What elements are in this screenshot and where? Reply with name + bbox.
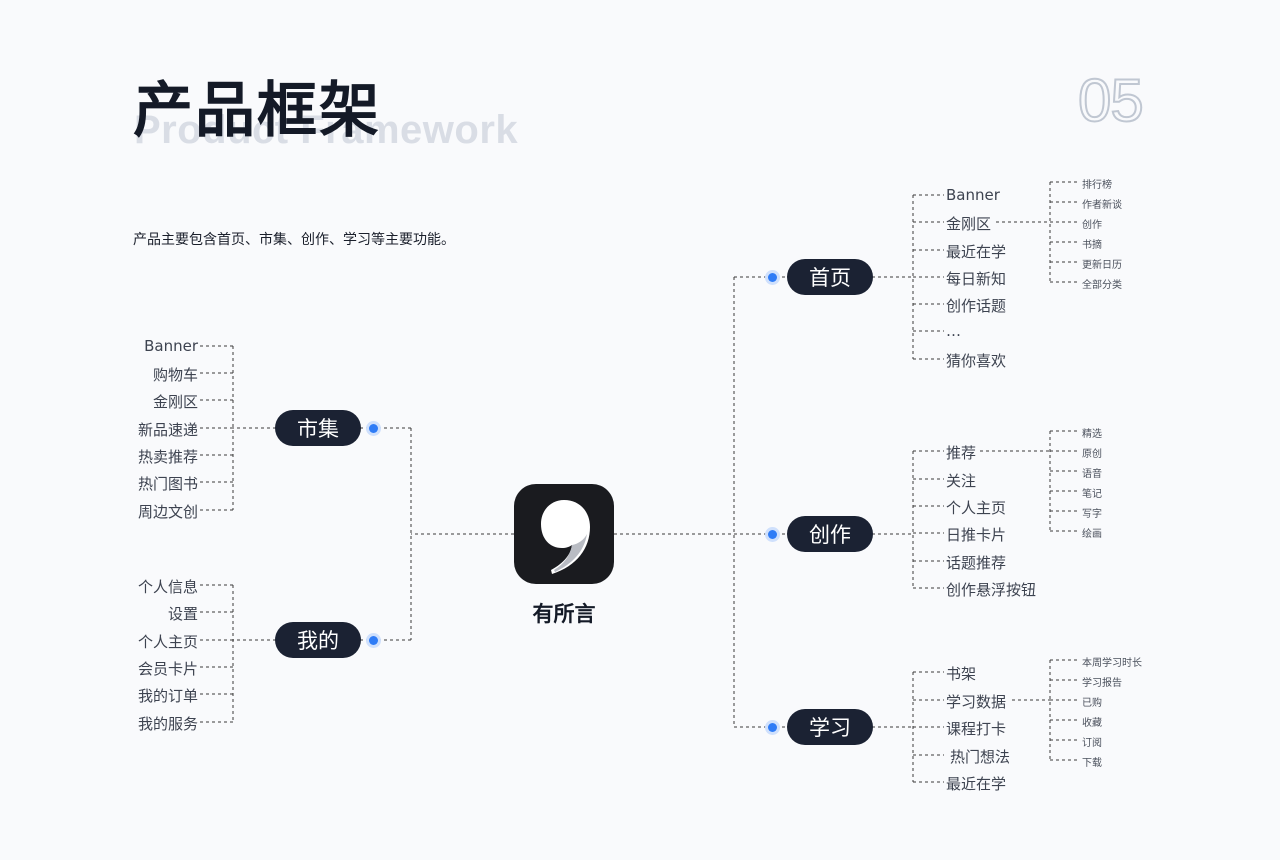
node-dot-market	[369, 424, 378, 433]
page-number: 05	[1077, 66, 1145, 135]
home-sub-item: 创作	[1082, 220, 1102, 231]
page-description: 产品主要包含首页、市集、创作、学习等主要功能。	[133, 232, 455, 248]
market-item: 购物车	[152, 366, 198, 384]
create-sub-item: 精选	[1082, 429, 1102, 440]
mine-item: 个人主页	[137, 633, 198, 651]
create-item: 创作悬浮按钮	[946, 581, 1037, 599]
branch-study: 学习	[787, 709, 873, 745]
home-item: 每日新知	[946, 270, 1007, 288]
home-item: 创作话题	[946, 297, 1007, 315]
home-item: …	[946, 322, 961, 340]
branch-mine: 我的	[275, 622, 361, 658]
study-sub-item: 本周学习时长	[1082, 658, 1142, 669]
create-item: 话题推荐	[946, 554, 1007, 572]
study-item: 课程打卡	[946, 720, 1007, 738]
node-dot-mine	[369, 636, 378, 645]
home-item: 最近在学	[946, 243, 1007, 261]
mine-item: 我的服务	[137, 715, 198, 733]
study-sub-item: 已购	[1082, 698, 1102, 709]
home-sub-item: 排行榜	[1082, 180, 1112, 191]
quote-mark-icon	[541, 500, 590, 574]
create-item: 推荐	[946, 444, 977, 462]
market-item: Banner	[144, 337, 198, 355]
node-dot-home	[768, 273, 777, 282]
branch-home: 首页	[787, 259, 873, 295]
home-item: 猜你喜欢	[946, 352, 1007, 370]
mine-item: 设置	[167, 605, 198, 623]
create-item: 日推卡片	[946, 526, 1007, 544]
home-sub-item: 书摘	[1082, 240, 1102, 251]
branch-create: 创作	[787, 516, 873, 552]
study-sub-item: 订阅	[1082, 738, 1102, 749]
mine-item: 会员卡片	[137, 660, 198, 678]
app-icon	[514, 484, 614, 584]
market-item: 热门图书	[137, 475, 198, 493]
mine-item: 我的订单	[137, 687, 198, 705]
study-item: 最近在学	[946, 775, 1007, 793]
study-item: 热门想法	[950, 748, 1011, 766]
study-sub-item: 收藏	[1082, 718, 1102, 729]
market-item: 新品速递	[137, 421, 198, 439]
mine-item: 个人信息	[137, 578, 198, 596]
create-item: 个人主页	[946, 499, 1007, 517]
home-sub-item: 更新日历	[1082, 260, 1122, 271]
node-dot-create	[768, 530, 777, 539]
page-title: 产品框架	[133, 76, 381, 146]
create-sub-item: 原创	[1082, 449, 1102, 460]
app-name: 有所言	[532, 601, 596, 626]
branch-market: 市集	[275, 410, 361, 446]
home-sub-item: 作者新谈	[1082, 200, 1122, 211]
home-item: Banner	[946, 186, 1000, 204]
market-item: 热卖推荐	[137, 448, 198, 466]
study-sub-item: 下载	[1082, 758, 1102, 769]
study-sub-item: 学习报告	[1082, 678, 1122, 689]
create-sub-item: 笔记	[1082, 489, 1102, 500]
market-item: 周边文创	[137, 503, 198, 521]
create-item: 关注	[946, 472, 977, 490]
node-dot-study	[768, 723, 777, 732]
home-item: 金刚区	[946, 215, 992, 233]
create-sub-item: 绘画	[1082, 529, 1102, 540]
home-sub-item: 全部分类	[1082, 280, 1122, 291]
create-sub-item: 语音	[1082, 469, 1102, 480]
market-item: 金刚区	[152, 393, 198, 411]
subtitle-en: Product Framework	[134, 108, 519, 152]
create-sub-item: 写字	[1082, 509, 1102, 520]
study-item: 学习数据	[946, 693, 1007, 711]
study-item: 书架	[946, 665, 977, 683]
